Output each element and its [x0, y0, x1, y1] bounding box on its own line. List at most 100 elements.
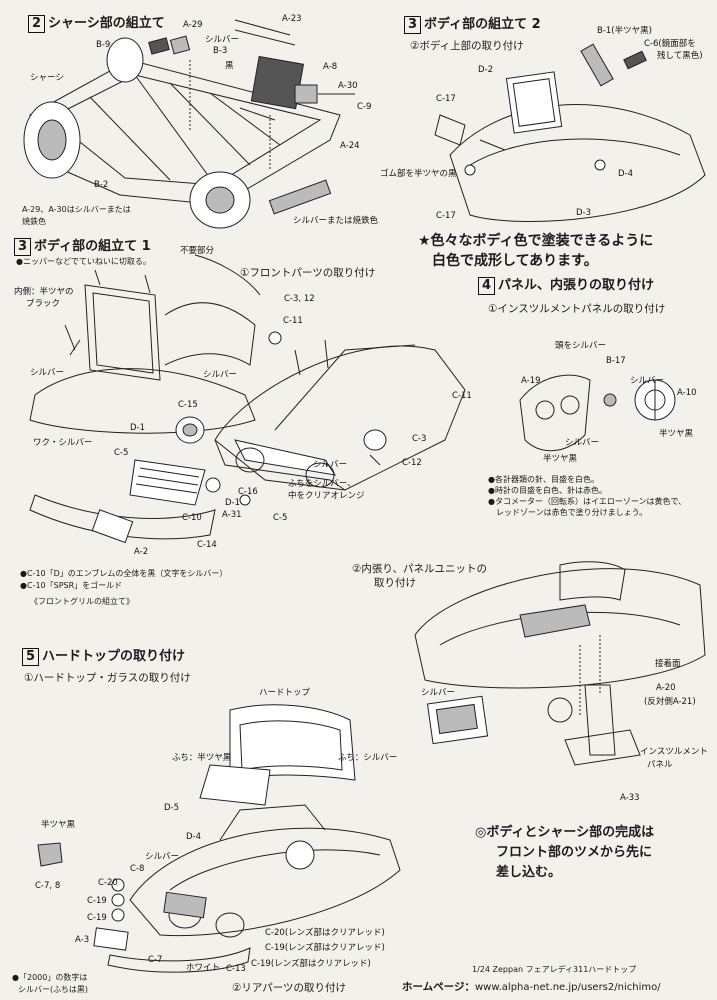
label-semigloss-lamp: 半ツヤ黒 [41, 820, 76, 830]
label-a20: A-20 [656, 683, 676, 693]
label-b1: B-1(半ツヤ黒) [597, 26, 652, 36]
section-4-sub1: ①インスツルメントパネルの取り付け [488, 303, 666, 315]
section-4-sub2b: 取り付け [374, 577, 416, 589]
label-c5-lower: C-5 [273, 513, 288, 523]
label-silver-right: シルバー [203, 370, 238, 380]
label-silver-interior: シルバー [421, 688, 456, 698]
section-3b-sub: ②ボディ上部の取り付け [410, 40, 524, 52]
label-c5-upper: C-5 [114, 448, 129, 458]
section-number: 5 [22, 648, 39, 666]
label-c13: C-13 [226, 964, 246, 974]
label-c19-clear-red-b: C-19(レンズ部はクリアレッド) [251, 959, 371, 969]
label-c8: C-8 [130, 864, 145, 874]
number-note-2: シルバー(ふちは黒) [18, 985, 89, 994]
label-c12: C-12 [402, 458, 422, 468]
label-c17-bottom: C-17 [436, 211, 456, 221]
label-a24: A-24 [340, 141, 360, 151]
label-a23: A-23 [282, 14, 302, 24]
label-b17: B-17 [606, 356, 626, 366]
section-4-sub2a: ②内張り、パネルユニットの [352, 563, 487, 575]
windshield-illustration [15, 255, 265, 445]
label-a8: A-8 [323, 62, 338, 72]
homepage-row: ホームページ：www.alpha-net.ne.jp/users2/nichim… [402, 979, 661, 994]
body-upper-illustration [410, 45, 710, 225]
label-a10: A-10 [677, 388, 697, 398]
label-d5: D-5 [164, 803, 180, 813]
label-head-silver: 頭をシルバー [555, 341, 607, 351]
label-a21-opposite: (反対側A-21) [644, 697, 696, 707]
number-note-1: ●「2000」の数字は [12, 973, 88, 982]
label-b2: B-2 [94, 180, 109, 190]
section-number: 3 [14, 238, 31, 256]
panel-note-1: ●各計器類の針、目盛を白色。 [488, 475, 599, 484]
homepage-label: ホームページ： [402, 981, 475, 993]
label-c15: C-15 [178, 400, 198, 410]
label-rim-silver: ふちをシルバー、 [288, 479, 356, 489]
label-rubber-black: ゴム部を半ツヤの黒 [380, 169, 457, 179]
label-black-color: ブラック [26, 299, 61, 309]
label-a31: A-31 [222, 510, 242, 520]
label-a33: A-33 [620, 793, 640, 803]
label-white: ホワイト [186, 963, 221, 973]
label-d4-hardtop: D-4 [186, 832, 202, 842]
instrument-panel-illustration [510, 360, 710, 470]
label-d1-lower: D-1 [225, 498, 241, 508]
label-chassis: シャーシ [30, 73, 64, 83]
label-silver-headlight: シルバー [313, 460, 348, 470]
label-frame-silver: ワク・シルバー [33, 438, 93, 448]
final-note-line1: ◎ボディとシャーシ部の完成は [475, 825, 655, 840]
emblem-note-1: ●C-10「D」のエンブレムの全体を黒（文字をシルバー） [20, 569, 228, 578]
label-silver-or-iron: シルバーまたは焼鉄色 [293, 216, 379, 226]
label-c19-b: C-19 [87, 913, 107, 923]
label-semigloss-wheel: 半ツヤ黒 [659, 429, 694, 439]
label-c17-top: C-17 [436, 94, 456, 104]
label-c6-line1: C-6(鏡面部を [644, 39, 696, 49]
section-5-sub2: ②リアパーツの取り付け [232, 982, 346, 994]
label-silver-panel: シルバー [565, 438, 600, 448]
label-black: 黒 [225, 61, 234, 71]
label-c19-clear-red-a: C-19(レンズ部はクリアレッド) [265, 943, 385, 953]
section-number: 3 [404, 16, 421, 34]
label-c6-line2: 残して黒色) [657, 51, 703, 61]
label-c11-top: C-11 [283, 316, 303, 326]
product-name: 1/24 Zeppan フェアレディ311ハードトップ [472, 965, 637, 974]
interior-illustration [410, 545, 710, 815]
label-c9: C-9 [357, 102, 372, 112]
label-silver-1: シルバー [205, 35, 240, 45]
label-semigloss-panel: 半ツヤ黒 [543, 454, 578, 464]
label-adhesive-surface: 接着面 [655, 659, 681, 669]
panel-note-3: ●タコメーター（回転系）はイエローゾーンは黄色で、 [488, 497, 687, 506]
homepage-url[interactable]: www.alpha-net.ne.jp/users2/nichimo/ [474, 982, 661, 993]
section-number: 4 [478, 277, 495, 295]
promo-line2: 白色で成形してあります。 [432, 253, 598, 269]
chassis-illustration [10, 20, 390, 230]
label-d1-upper: D-1 [130, 423, 146, 433]
label-hardtop: ハードトップ [259, 688, 311, 698]
label-panel: パネル [647, 760, 673, 770]
label-c7: C-7 [148, 955, 163, 965]
label-b3: B-3 [213, 46, 228, 56]
label-a2: A-2 [134, 547, 149, 557]
reflector-icon [35, 840, 65, 870]
hardtop-illustration [90, 700, 420, 980]
label-d3: D-3 [576, 208, 592, 218]
label-c3-12: C-3, 12 [284, 294, 315, 304]
label-a3: A-3 [75, 935, 90, 945]
label-unneeded: 不要部分 [180, 246, 215, 256]
label-instrument: インスツルメント [640, 747, 708, 757]
label-c14: C-14 [197, 540, 217, 550]
label-silver-left: シルバー [30, 368, 65, 378]
grill-caption: 《フロントグリルの組立て》 [30, 597, 134, 606]
label-c10: C-10 [182, 513, 202, 523]
label-clear-orange: 中をクリアオレンジ [288, 491, 365, 501]
label-d4: D-4 [618, 169, 634, 179]
panel-note-2: ●時計の目盛を白色、針は赤色。 [488, 486, 607, 495]
section-3a-sub: ①フロントパーツの取り付け [240, 267, 376, 279]
label-a29: A-29 [183, 20, 203, 30]
label-c20: C-20 [98, 878, 118, 888]
chassis-note-line2: 焼鉄色 [22, 217, 46, 226]
